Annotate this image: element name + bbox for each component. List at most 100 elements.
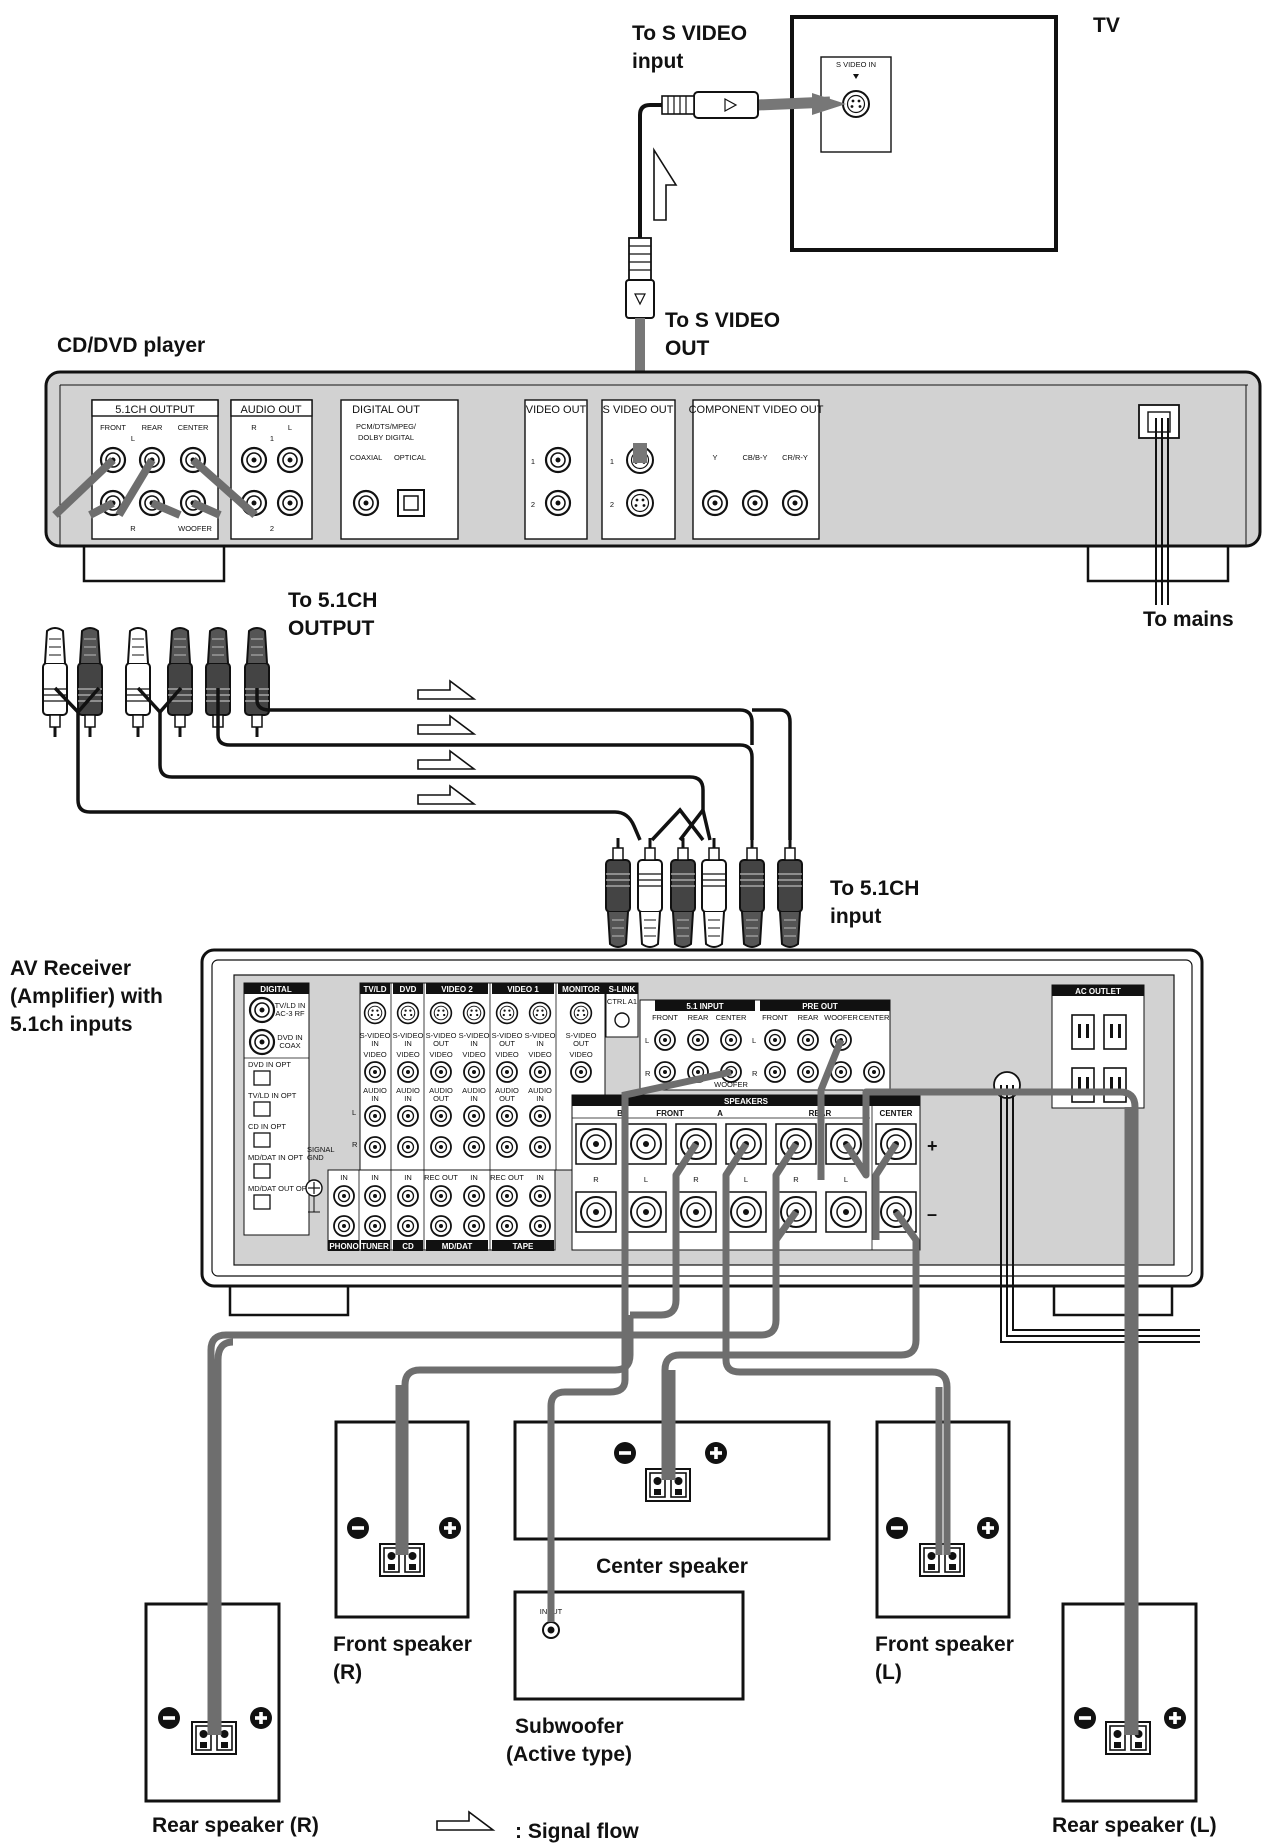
phono-l-jack[interactable] xyxy=(333,1185,355,1207)
subwoofer-input-jack[interactable] xyxy=(547,1626,555,1634)
video2-video-out-jack[interactable] xyxy=(430,1061,452,1083)
in-label: IN xyxy=(371,1094,379,1103)
audio-out-1-l-jack[interactable] xyxy=(276,446,304,474)
to-mains-label: To mains xyxy=(1143,608,1234,631)
preout-rear-r-jack[interactable] xyxy=(797,1061,819,1083)
video2-video-in-jack[interactable] xyxy=(463,1061,485,1083)
mddat-in-r-jack[interactable] xyxy=(463,1215,485,1237)
tvld-video-jack[interactable] xyxy=(364,1061,386,1083)
in-label: IN xyxy=(404,1173,412,1182)
preout-front-r-jack[interactable] xyxy=(764,1061,786,1083)
ac-outlet-2[interactable] xyxy=(1103,1014,1127,1050)
audio-out-1-r-jack[interactable] xyxy=(240,446,268,474)
cd-opt-jack[interactable] xyxy=(253,1132,271,1148)
rear-l-minus-terminal[interactable] xyxy=(825,1191,867,1233)
r-label: R xyxy=(645,1069,651,1078)
tvld-in-ac3rf-jack[interactable] xyxy=(248,996,276,1024)
tuner-r-jack[interactable] xyxy=(364,1215,386,1237)
video-label: VIDEO xyxy=(363,1050,387,1059)
in-label: IN xyxy=(536,1039,544,1048)
ac-outlet-4[interactable] xyxy=(1103,1067,1127,1103)
dvd-video-jack[interactable] xyxy=(397,1061,419,1083)
video1-video-in-jack[interactable] xyxy=(529,1061,551,1083)
slink-jack[interactable] xyxy=(614,1012,630,1028)
tvld-opt-jack[interactable] xyxy=(253,1101,271,1117)
video2-audio-out-l-jack[interactable] xyxy=(430,1105,452,1127)
ac-outlet-1[interactable] xyxy=(1071,1014,1095,1050)
dvd-in-coax-jack[interactable] xyxy=(248,1028,276,1056)
speaker-b-l-plus-terminal[interactable] xyxy=(625,1123,667,1165)
optical-jack[interactable] xyxy=(403,495,419,511)
out-label: OUT xyxy=(433,1039,449,1048)
mddat-in-l-jack[interactable] xyxy=(463,1185,485,1207)
speaker-b-r-plus-terminal[interactable] xyxy=(575,1123,617,1165)
speaker-b-l-minus-terminal[interactable] xyxy=(625,1191,667,1233)
r-label: R xyxy=(130,524,136,533)
video2-s-video-in-jack[interactable] xyxy=(462,1001,486,1025)
video1-audio-in-l-jack[interactable] xyxy=(529,1105,551,1127)
tape-in-l-jack[interactable] xyxy=(529,1185,551,1207)
dvd-audio-l-jack[interactable] xyxy=(397,1105,419,1127)
ac-outlet-3[interactable] xyxy=(1071,1067,1095,1103)
speaker-a-r-minus-terminal[interactable] xyxy=(675,1191,717,1233)
monitor-s-video-out-jack[interactable] xyxy=(569,1001,593,1025)
cd-dvd-player-label: CD/DVD player xyxy=(57,334,205,357)
video-label: VIDEO xyxy=(429,1050,453,1059)
tvld-label: TV/LD xyxy=(363,985,386,994)
component-y-jack[interactable] xyxy=(701,489,729,517)
ch51-front-r-jack[interactable] xyxy=(654,1061,676,1083)
phono-r-jack[interactable] xyxy=(333,1215,355,1237)
video-out-1-jack[interactable] xyxy=(544,446,572,474)
component-cb-jack[interactable] xyxy=(741,489,769,517)
preout-front-l-jack[interactable] xyxy=(764,1029,786,1051)
mddat-in-opt-jack[interactable] xyxy=(253,1163,271,1179)
tape-rec-out-r-jack[interactable] xyxy=(496,1215,518,1237)
preout-rear-l-jack[interactable] xyxy=(797,1029,819,1051)
tape-in-r-jack[interactable] xyxy=(529,1215,551,1237)
component-cr-jack[interactable] xyxy=(781,489,809,517)
coaxial-jack[interactable] xyxy=(352,489,380,517)
ch51-front-l-jack[interactable] xyxy=(654,1029,676,1051)
video-out-2-jack[interactable] xyxy=(544,489,572,517)
tv-s-video-in-jack[interactable] xyxy=(842,90,870,118)
video2-audio-out-r-jack[interactable] xyxy=(430,1136,452,1158)
preout-center-jack[interactable] xyxy=(863,1061,885,1083)
video2-audio-in-r-jack[interactable] xyxy=(463,1136,485,1158)
speaker-a-l-minus-terminal[interactable] xyxy=(725,1191,767,1233)
r-label: R xyxy=(251,423,257,432)
dvd-audio-r-jack[interactable] xyxy=(397,1136,419,1158)
ch51-rear-l-jack[interactable] xyxy=(687,1029,709,1051)
tvld-s-video-jack[interactable] xyxy=(363,1001,387,1025)
r-label: R xyxy=(693,1175,699,1184)
tuner-l-jack[interactable] xyxy=(364,1185,386,1207)
mddat-out-opt-jack[interactable] xyxy=(253,1194,271,1210)
video2-audio-in-l-jack[interactable] xyxy=(463,1105,485,1127)
tvld-audio-l-jack[interactable] xyxy=(364,1105,386,1127)
tvld-in-label: TV/LD IN xyxy=(275,1001,306,1010)
two-label: 2 xyxy=(610,500,614,509)
video1-audio-out-l-jack[interactable] xyxy=(496,1105,518,1127)
video-label: VIDEO xyxy=(528,1050,552,1059)
audio-out-2-l-jack[interactable] xyxy=(276,489,304,517)
ch51-center-jack[interactable] xyxy=(720,1029,742,1051)
tape-rec-out-l-jack[interactable] xyxy=(496,1185,518,1207)
s-video-out-2-jack[interactable] xyxy=(626,489,654,517)
one-label: 1 xyxy=(270,434,274,443)
cd-r-jack[interactable] xyxy=(397,1215,419,1237)
speaker-b-r-minus-terminal[interactable] xyxy=(575,1191,617,1233)
video1-video-out-jack[interactable] xyxy=(496,1061,518,1083)
mddat-rec-out-l-jack[interactable] xyxy=(430,1185,452,1207)
cd-l-jack[interactable] xyxy=(397,1185,419,1207)
tvld-audio-r-jack[interactable] xyxy=(364,1136,386,1158)
monitor-video-out-jack[interactable] xyxy=(570,1061,592,1083)
mddat-rec-out-r-jack[interactable] xyxy=(430,1215,452,1237)
video1-audio-out-r-jack[interactable] xyxy=(496,1136,518,1158)
video1-audio-in-r-jack[interactable] xyxy=(529,1136,551,1158)
dvd-s-video-jack[interactable] xyxy=(396,1001,420,1025)
video1-s-video-in-jack[interactable] xyxy=(528,1001,552,1025)
video1-s-video-out-jack[interactable] xyxy=(495,1001,519,1025)
dvd-opt-jack[interactable] xyxy=(253,1070,271,1086)
two-label: 2 xyxy=(531,500,535,509)
front-label: FRONT xyxy=(652,1013,678,1022)
video2-s-video-out-jack[interactable] xyxy=(429,1001,453,1025)
